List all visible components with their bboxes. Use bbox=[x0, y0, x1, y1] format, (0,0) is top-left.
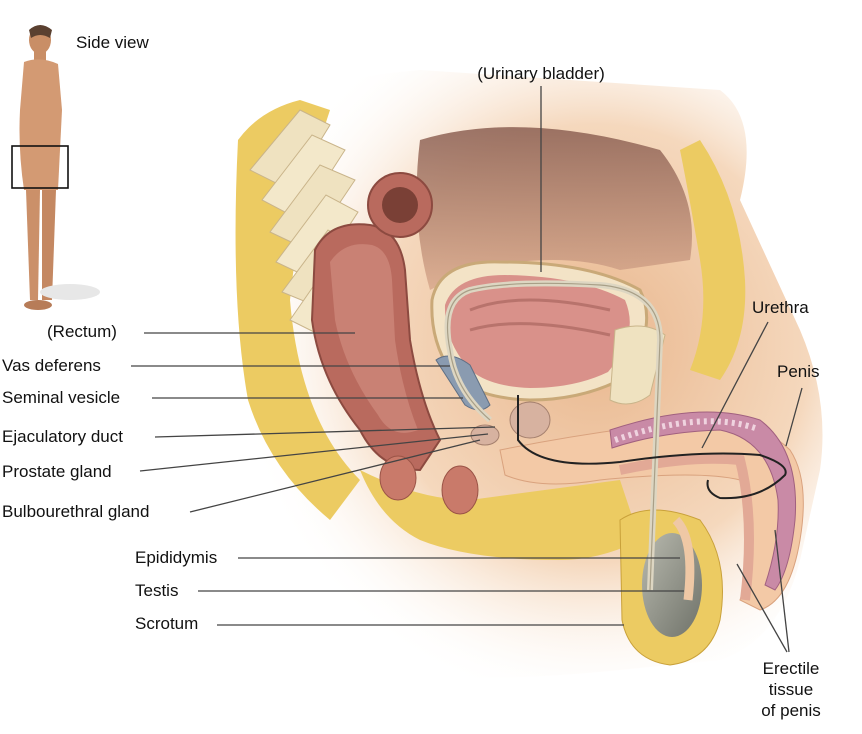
label-vas-deferens: Vas deferens bbox=[2, 356, 101, 375]
label-urinary-bladder: (Urinary bladder) bbox=[477, 64, 605, 83]
label-erectile-tissue: Erectile tissue of penis bbox=[752, 658, 830, 721]
rectum bbox=[310, 172, 442, 501]
side-view-figure bbox=[11, 25, 100, 310]
label-scrotum: Scrotum bbox=[135, 614, 199, 633]
leader-erectile-2 bbox=[774, 529, 790, 653]
label-epididymis: Epididymis bbox=[135, 548, 218, 567]
leader-bulbourethral-gland bbox=[189, 439, 481, 513]
leader-prostate-gland bbox=[139, 433, 489, 472]
label-erectile-line-2: tissue bbox=[768, 680, 814, 699]
label-side-view: Side view bbox=[76, 33, 149, 52]
leader-ejaculatory-duct bbox=[154, 426, 496, 438]
label-testis: Testis bbox=[135, 581, 179, 600]
label-seminal-vesicle: Seminal vesicle bbox=[2, 388, 121, 407]
leader-lines bbox=[131, 86, 803, 653]
scrotum-testis bbox=[619, 509, 723, 666]
label-ejaculatory-duct: Ejaculatory duct bbox=[2, 427, 123, 446]
label-erectile-line-3: of penis bbox=[761, 701, 821, 720]
penis bbox=[499, 411, 804, 611]
leader-urethra bbox=[701, 321, 769, 449]
ducts bbox=[444, 280, 787, 591]
label-prostate-gland: Prostate gland bbox=[2, 462, 112, 481]
urinary-bladder bbox=[430, 260, 649, 402]
pubic-bone bbox=[441, 325, 666, 515]
label-erectile-line-1: Erectile bbox=[762, 659, 820, 678]
label-urethra: Urethra bbox=[752, 298, 809, 317]
label-rectum: (Rectum) bbox=[47, 322, 117, 341]
label-penis: Penis bbox=[777, 362, 820, 381]
leader-penis bbox=[785, 387, 803, 447]
region-box bbox=[11, 145, 69, 189]
label-bulbourethral-gland: Bulbourethral gland bbox=[2, 502, 150, 521]
leader-erectile-1 bbox=[736, 563, 788, 653]
